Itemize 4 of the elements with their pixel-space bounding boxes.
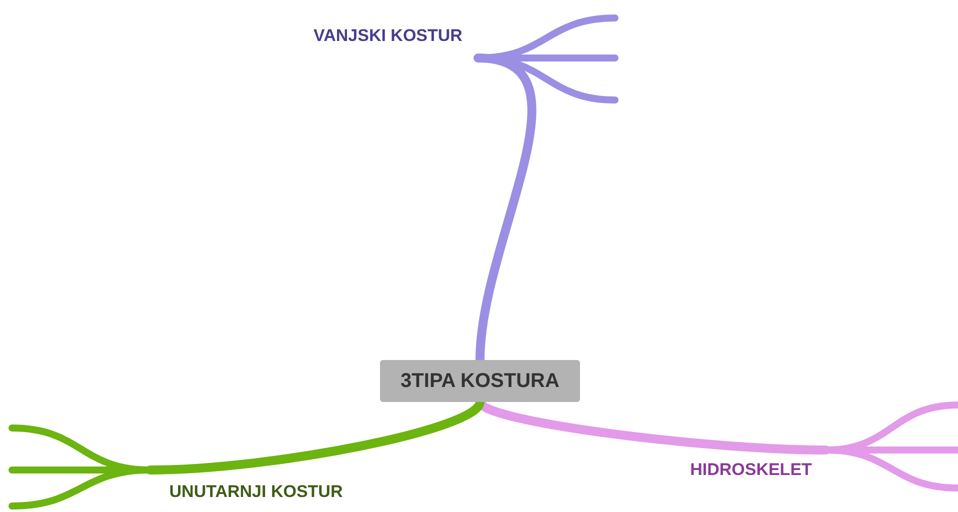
central-topic-box: 3TIPA KOSTURA xyxy=(380,360,580,402)
branch-label: UNUTARNJI KOSTUR xyxy=(150,470,362,506)
branch-label: HIDROSKELET xyxy=(676,450,826,484)
branch-label: VANJSKI KOSTUR xyxy=(298,22,478,58)
